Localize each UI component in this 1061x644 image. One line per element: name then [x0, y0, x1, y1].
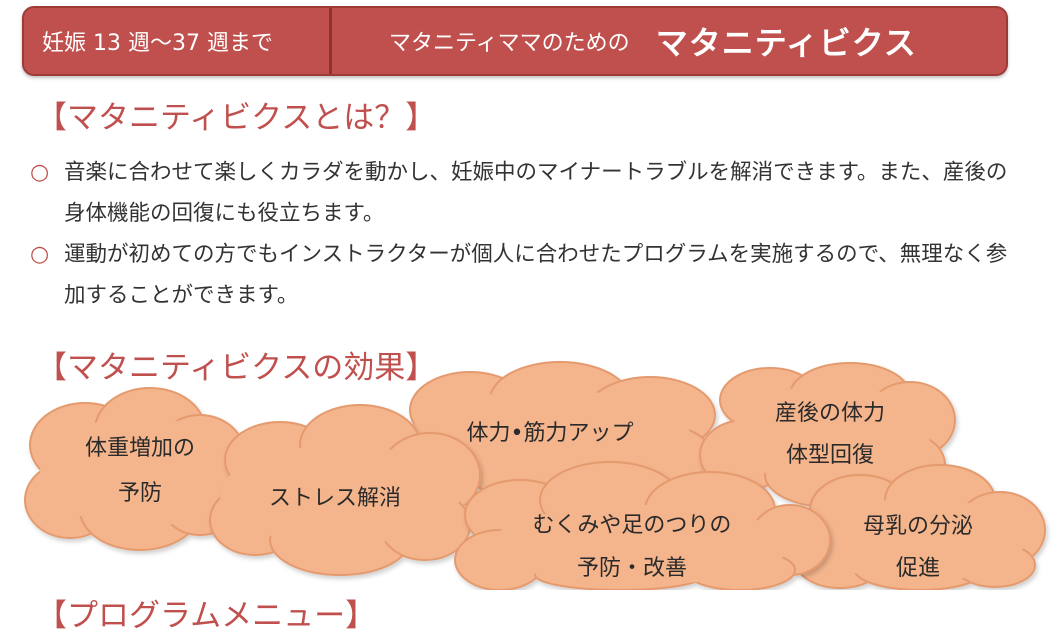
effect-cloud-lactation: 母乳の分泌 促進: [794, 464, 1046, 590]
effect-label: 予防・改善: [577, 556, 687, 581]
effect-cloud-weight: 体重増加の 予防: [24, 387, 246, 551]
description-list: ○ 音楽に合わせて楽しくカラダを動かし、妊娠中のマイナートラブルを解消できます。…: [30, 152, 1020, 316]
description-item: ○ 運動が初めての方でもインストラクターが個人に合わせたプログラムを実施するので…: [30, 234, 1020, 316]
effect-label: 促進: [896, 556, 940, 581]
effect-cloud-stress: ストレス解消: [209, 404, 481, 576]
title-banner: 妊娠 13 週〜37 週まで マタニティママのための マタニティビクス: [22, 6, 1008, 76]
banner-divider: [329, 8, 332, 74]
section-heading-what: 【マタニティビクスとは？】: [36, 100, 437, 136]
effect-label: 予防: [118, 481, 162, 506]
effect-label: 体力•筋力アップ: [467, 421, 634, 446]
banner-title-group: マタニティママのための マタニティビクス: [389, 8, 917, 74]
circle-bullet-icon: ○: [30, 160, 50, 185]
period-label: 妊娠 13 週〜37 週まで: [42, 31, 273, 56]
effect-label: 体重増加の: [85, 436, 195, 461]
effect-label: 母乳の分泌: [863, 514, 973, 539]
banner-prefix: マタニティママのための: [389, 31, 630, 56]
effect-cloud-swelling: むくみや足のつりの 予防・改善: [454, 461, 831, 590]
effect-label: ストレス解消: [269, 486, 401, 511]
description-text: 運動が初めての方でもインストラクターが個人に合わせたプログラムを実施するので、無…: [64, 242, 1008, 308]
banner-title: マタニティビクス: [655, 24, 917, 62]
circle-bullet-icon: ○: [30, 242, 50, 267]
section-heading-effects: 【マタニティビクスの効果】: [36, 350, 437, 386]
effect-label: 体型回復: [786, 443, 874, 468]
effect-label: むくみや足のつりの: [533, 513, 732, 538]
effect-label: 産後の体力: [775, 401, 885, 426]
description-text: 音楽に合わせて楽しくカラダを動かし、妊娠中のマイナートラブルを解消できます。また…: [64, 160, 1008, 226]
effects-cloud-group: 体重増加の 予防 体力•筋力アップ 産後の体力 体型回復: [24, 361, 1046, 590]
description-item: ○ 音楽に合わせて楽しくカラダを動かし、妊娠中のマイナートラブルを解消できます。…: [30, 152, 1020, 234]
section-heading-program: 【プログラムメニュー】: [36, 598, 377, 634]
